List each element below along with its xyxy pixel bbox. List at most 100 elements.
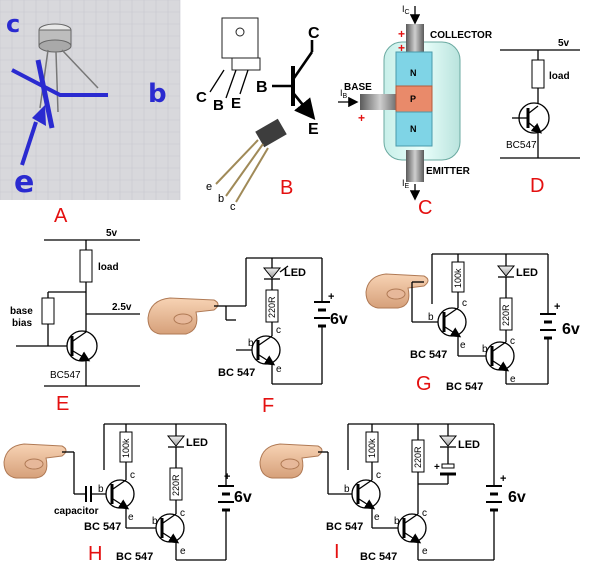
- i-b2: b: [394, 516, 400, 527]
- g-plus: +: [554, 301, 560, 313]
- h-r100k: 100k: [121, 438, 131, 458]
- layer-n-top: N: [410, 68, 417, 78]
- circuit-d: 5v load BC547: [500, 38, 580, 159]
- circuit-h: capacitor 100k LED 220R + 6v b: [3, 423, 252, 563]
- i-b1: b: [344, 484, 350, 495]
- base-label: BASE: [344, 82, 372, 93]
- f-plus: +: [328, 291, 334, 303]
- h-plus: +: [224, 471, 230, 483]
- g-c2: c: [510, 336, 515, 347]
- f-resistor: 220R: [267, 296, 277, 318]
- photo-label-c: c: [6, 10, 20, 38]
- i-transistor1: BC 547: [326, 521, 363, 533]
- h-battery: 6v: [234, 489, 252, 506]
- h-capacitor: capacitor: [54, 506, 99, 517]
- e-supply: 5v: [106, 228, 118, 239]
- finger-h-icon: [3, 443, 67, 479]
- panel-label-d: D: [530, 175, 544, 197]
- g-b1: b: [428, 312, 434, 323]
- ic-label: IC: [402, 4, 410, 16]
- f-transistor: BC 547: [218, 367, 255, 379]
- e-load: load: [98, 262, 119, 273]
- g-b2: b: [482, 344, 488, 355]
- drawing-b: C B E C B E e b c: [196, 17, 320, 213]
- panel-label-e: E: [56, 393, 69, 415]
- g-led: LED: [516, 267, 538, 279]
- i-e2: e: [422, 546, 428, 557]
- lead-e: e: [206, 181, 212, 193]
- plus-base: +: [358, 111, 365, 125]
- panel-label-h: H: [88, 543, 102, 565]
- ib-label: IB: [340, 88, 348, 100]
- panel-label-a: A: [54, 205, 68, 227]
- h-c1: c: [130, 470, 135, 481]
- i-plus: +: [500, 473, 506, 485]
- f-e: e: [276, 364, 282, 375]
- lead-b: b: [218, 193, 224, 205]
- sym-e: E: [308, 121, 319, 138]
- i-c2: c: [422, 508, 427, 519]
- circuit-g: 100k LED 220R + 6v b c e b c e: [365, 253, 580, 393]
- collector-label: COLLECTOR: [430, 30, 493, 41]
- i-r100k: 100k: [367, 438, 377, 458]
- g-transistor2: BC 547: [446, 381, 483, 393]
- h-e2: e: [180, 546, 186, 557]
- pkg-pin-e: E: [231, 95, 241, 112]
- h-transistor1: BC 547: [84, 521, 121, 533]
- h-c2: c: [180, 508, 185, 519]
- g-r100k: 100k: [453, 268, 463, 288]
- d-transistor: BC547: [506, 140, 537, 151]
- sym-c: C: [308, 25, 320, 42]
- f-led: LED: [284, 267, 306, 279]
- pkg-pin-c: C: [196, 89, 207, 106]
- circuit-f: LED 220R + 6v b c e BC 547: [147, 257, 348, 385]
- g-battery: 6v: [562, 321, 580, 338]
- i-e1: e: [374, 512, 380, 523]
- h-led: LED: [186, 437, 208, 449]
- i-r220: 220R: [413, 446, 423, 468]
- f-c: c: [276, 325, 281, 336]
- h-b1: b: [98, 484, 104, 495]
- panel-label-i: I: [334, 541, 340, 563]
- e-transistor: BC547: [50, 370, 81, 381]
- photo-label-b: b: [148, 79, 167, 109]
- g-r220: 220R: [501, 304, 511, 326]
- e-bias-1: base: [10, 306, 33, 317]
- drawing-c: N P N IC IB IE COLLECTOR BASE EMITTER + …: [338, 4, 493, 201]
- sym-b: B: [256, 79, 268, 96]
- layer-p: P: [410, 94, 416, 104]
- e-bias-2: bias: [12, 318, 32, 329]
- panel-label-g: G: [416, 373, 432, 395]
- finger-g-icon: [365, 273, 429, 309]
- ie-label: IE: [402, 178, 410, 190]
- circuit-e: 5v load 2.5v base bias BC547: [10, 228, 140, 387]
- h-b2: b: [152, 516, 158, 527]
- circuit-i: 100k 220R LED + + 6v b: [259, 423, 526, 563]
- emitter-label: EMITTER: [426, 166, 471, 177]
- d-supply: 5v: [558, 38, 570, 49]
- panel-label-f: F: [262, 395, 274, 417]
- plus-collector-2: +: [398, 41, 405, 55]
- i-cap-plus: +: [434, 462, 440, 473]
- photo-label-e: e: [14, 165, 34, 200]
- e-mid-voltage: 2.5v: [112, 302, 132, 313]
- i-battery: 6v: [508, 489, 526, 506]
- h-e1: e: [128, 512, 134, 523]
- h-transistor2: BC 547: [116, 551, 153, 563]
- i-led: LED: [458, 439, 480, 451]
- photo-a: c b e: [0, 0, 181, 200]
- g-e1: e: [460, 340, 466, 351]
- i-transistor2: BC 547: [360, 551, 397, 563]
- i-c1: c: [376, 470, 381, 481]
- g-e2: e: [510, 374, 516, 385]
- finger-f-icon: [147, 297, 219, 335]
- f-battery: 6v: [330, 311, 348, 328]
- layer-n-bottom: N: [410, 124, 417, 134]
- h-r220: 220R: [171, 474, 181, 496]
- lead-c: c: [230, 201, 236, 213]
- finger-i-icon: [259, 443, 323, 479]
- g-transistor1: BC 547: [410, 349, 447, 361]
- pkg-pin-b: B: [213, 97, 224, 114]
- plus-collector: +: [398, 27, 405, 41]
